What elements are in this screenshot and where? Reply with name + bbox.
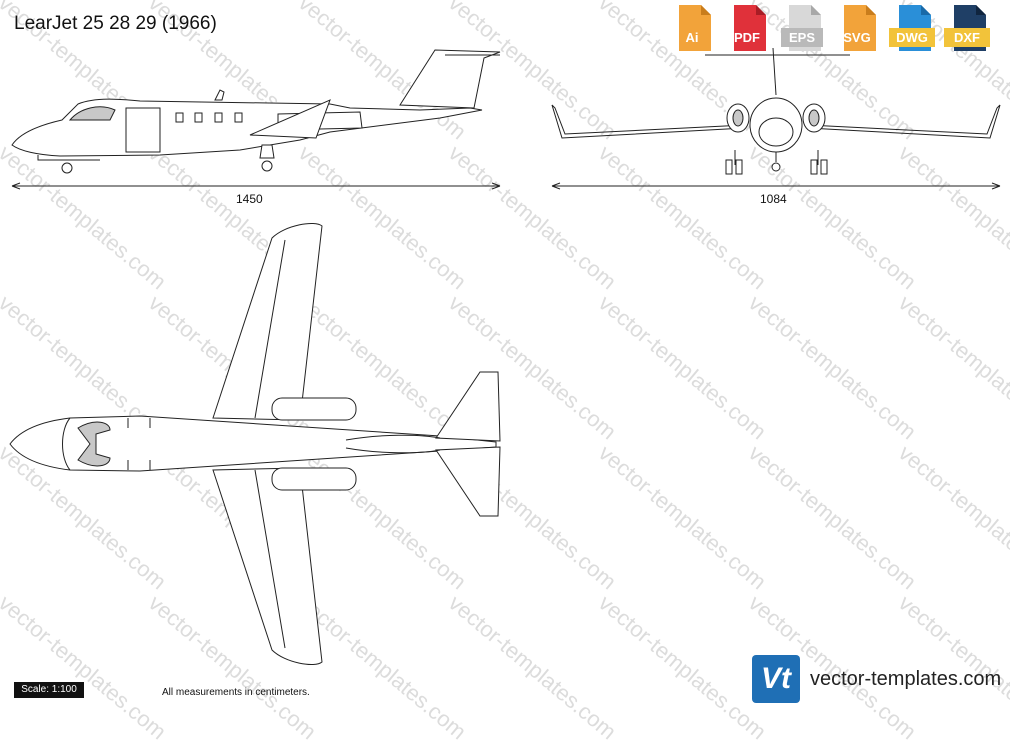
- aircraft-drawing: [9, 47, 1001, 665]
- format-dwg-button[interactable]: DWG: [887, 3, 937, 53]
- page-title: LearJet 25 28 29 (1966): [14, 13, 217, 34]
- length-dimension-label: 1450: [236, 192, 263, 206]
- span-dimension-label: 1084: [760, 192, 787, 206]
- format-ai-label: Ai: [685, 30, 699, 45]
- brand-link[interactable]: Vt vector-templates.com: [752, 655, 1001, 703]
- format-ai-button[interactable]: Ai: [667, 3, 717, 53]
- format-dxf-button[interactable]: DXF: [942, 3, 992, 53]
- format-eps-label: EPS: [788, 30, 815, 45]
- brand-site-label: vector-templates.com: [810, 667, 1002, 690]
- eps-file-icon: [781, 5, 823, 51]
- format-buttons: Ai PDF EPS SVG DWG DXF: [667, 3, 992, 53]
- format-pdf-button[interactable]: PDF: [722, 3, 772, 53]
- dwg-file-icon: [889, 5, 935, 51]
- scale-badge: Scale: 1:100: [14, 682, 84, 698]
- pdf-file-icon: [734, 5, 766, 51]
- svg-file-icon: [844, 5, 876, 51]
- front-view: [551, 47, 1001, 175]
- format-svg-label: SVG: [843, 30, 871, 45]
- top-view: [9, 223, 501, 665]
- format-pdf-label: PDF: [734, 30, 760, 45]
- format-svg-button[interactable]: SVG: [832, 3, 882, 53]
- dxf-file-icon: [944, 5, 990, 51]
- brand-logo-icon: Vt: [752, 655, 800, 703]
- side-view: [11, 49, 501, 174]
- format-eps-button[interactable]: EPS: [777, 3, 827, 53]
- format-dxf-label: DXF: [954, 30, 980, 45]
- format-dwg-label: DWG: [896, 30, 928, 45]
- ai-file-icon: [679, 5, 711, 51]
- measurement-note: All measurements in centimeters.: [162, 687, 310, 698]
